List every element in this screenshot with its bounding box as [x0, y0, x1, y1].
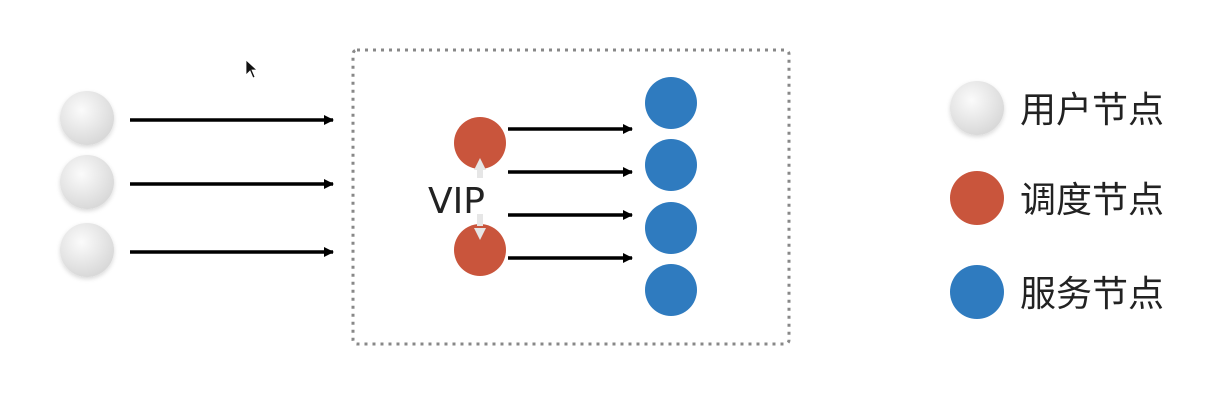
vip-label: VIP — [428, 181, 485, 222]
service-node — [645, 202, 697, 254]
service-node — [645, 77, 697, 129]
scheduler-arrows — [508, 124, 633, 263]
user-node — [60, 155, 114, 209]
service-node — [645, 139, 697, 191]
vip-failover-arrows — [474, 158, 486, 240]
vip-arrow-up-icon — [474, 158, 486, 170]
user-node-icon — [950, 81, 1004, 135]
legend-label: 服务节点 — [1020, 274, 1164, 315]
scheduler-nodes — [454, 117, 506, 276]
vip-arrow-up-shaft — [477, 168, 483, 178]
scheduler-node — [454, 224, 506, 276]
user-node — [60, 223, 114, 277]
service-nodes — [645, 77, 697, 316]
vip-arrow-down-icon — [474, 228, 486, 240]
service-node-icon — [950, 265, 1004, 319]
scheduler-node-icon — [950, 171, 1004, 225]
user-node — [60, 91, 114, 145]
scheduler-node — [454, 117, 506, 169]
cluster-boundary — [351, 48, 791, 346]
vip-arrow-down-shaft — [477, 214, 483, 226]
legend-label: 调度节点 — [1020, 180, 1164, 221]
user-arrows — [130, 115, 334, 257]
service-node — [645, 264, 697, 316]
user-nodes — [60, 91, 114, 277]
legend-label: 用户节点 — [1020, 90, 1164, 131]
mouse-cursor-icon — [245, 59, 259, 79]
